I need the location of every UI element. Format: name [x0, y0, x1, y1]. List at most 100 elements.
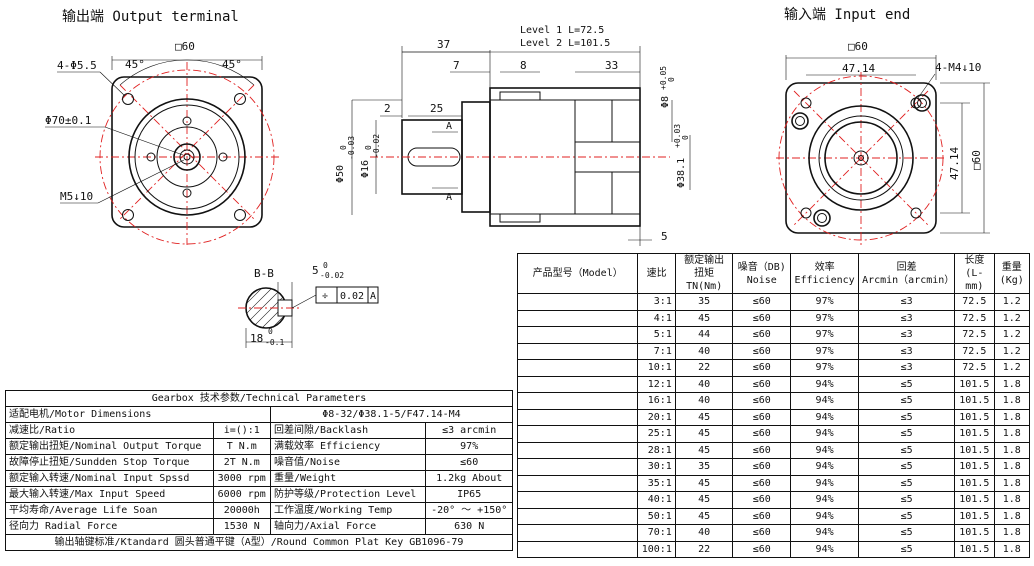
model-cell: 94%	[790, 375, 860, 393]
model-cell: 40:1	[637, 491, 676, 509]
model-cell: 22	[674, 540, 734, 558]
model-cell: ≤60	[732, 458, 792, 476]
model-cell: 94%	[790, 392, 860, 410]
model-cell: ≤3	[858, 293, 956, 311]
model-cell: ≤60	[732, 293, 792, 311]
output-front-view: □60 45° 45° 4-Φ5.5	[45, 40, 280, 245]
section-a-top: A	[446, 121, 452, 132]
model-cell: ≤3	[858, 359, 956, 377]
svg-text:+0.05: +0.05	[659, 66, 668, 90]
model-cell: 70:1	[637, 524, 676, 542]
model-cell: 1.8	[993, 441, 1031, 459]
model-cell: ≤5	[858, 491, 956, 509]
model-cell: 45	[674, 441, 734, 459]
model-cell: ≤60	[732, 326, 792, 344]
model-cell: 1.8	[993, 425, 1031, 443]
model-cell	[516, 359, 639, 377]
phi16-dim: Φ16	[360, 160, 371, 178]
model-cell	[516, 293, 639, 311]
model-cell: ≤60	[732, 540, 792, 558]
svg-text:0: 0	[681, 135, 690, 140]
model-cell: ≤60	[732, 425, 792, 443]
model-cell: ≤5	[858, 408, 956, 426]
params-footer: 输出轴键标准/Ktandard 圆头普通平键（A型）/Round Common …	[5, 534, 513, 551]
model-cell: 35:1	[637, 474, 676, 492]
model-cell: 1.8	[993, 524, 1031, 542]
model-cell: ≤5	[858, 474, 956, 492]
model-cell	[516, 375, 639, 393]
model-cell	[516, 326, 639, 344]
phi50-dim: Φ50	[335, 165, 346, 183]
model-cell: ≤3	[858, 309, 956, 327]
model-cell: ≤60	[732, 474, 792, 492]
angle-label-left: 45°	[125, 58, 145, 71]
svg-text:-0.03: -0.03	[347, 136, 356, 160]
model-cell: ≤60	[732, 491, 792, 509]
input-square-dim: □60	[848, 40, 868, 53]
dim-5: 5	[661, 230, 668, 243]
model-cell	[516, 491, 639, 509]
phi38-dim: Φ38.1	[676, 158, 687, 188]
level2-length: Level 2 L=101.5	[520, 38, 610, 49]
model-table-header: 产品型号（Model） 速比 额定输出 扭矩TN(Nm) 噪音（DB) Nois…	[516, 253, 1031, 294]
model-cell: 94%	[790, 540, 860, 558]
model-cell: 1.2	[993, 326, 1031, 344]
dim-2: 2	[384, 102, 391, 115]
model-cell: 100:1	[637, 540, 676, 558]
model-cell: 1.8	[993, 375, 1031, 393]
model-cell: 45	[674, 491, 734, 509]
model-cell: ≤60	[732, 309, 792, 327]
tol-symbol: ÷	[322, 291, 328, 302]
model-cell: 94%	[790, 474, 860, 492]
phi8-dim: Φ8	[660, 96, 671, 108]
holes-dim: 4-Φ5.5	[57, 59, 97, 72]
svg-text:-0.02: -0.02	[320, 271, 344, 280]
model-cell: 20:1	[637, 408, 676, 426]
model-cell: ≤5	[858, 524, 956, 542]
model-cell: ≤60	[732, 441, 792, 459]
input-end-title: 输入端 Input end	[784, 7, 910, 23]
model-cell: 10:1	[637, 359, 676, 377]
svg-text:0: 0	[323, 261, 328, 270]
model-cell: 101.5	[954, 425, 995, 443]
model-cell: ≤5	[858, 458, 956, 476]
model-cell: 97%	[790, 293, 860, 311]
model-cell: ≤60	[732, 375, 792, 393]
dim-25: 25	[430, 102, 443, 115]
dim-8: 8	[520, 59, 527, 72]
model-cell: 25:1	[637, 425, 676, 443]
model-cell: 72.5	[954, 359, 995, 377]
model-cell: 101.5	[954, 507, 995, 525]
svg-text:0: 0	[268, 327, 273, 336]
svg-text:0: 0	[339, 145, 348, 150]
pcd-dim: Φ70±0.1	[45, 114, 91, 127]
technical-parameters-table: Gearbox 技术参数/Technical Parameters 适配电机/M…	[5, 390, 514, 551]
model-cell: 1.2	[993, 359, 1031, 377]
model-cell: ≤5	[858, 441, 956, 459]
model-cell	[516, 458, 639, 476]
model-cell: 28:1	[637, 441, 676, 459]
model-cell: ≤60	[732, 359, 792, 377]
tap-dim: M5↓10	[60, 190, 93, 203]
dim-33: 33	[605, 59, 618, 72]
model-cell: 72.5	[954, 293, 995, 311]
model-cell: 30:1	[637, 458, 676, 476]
depth-dim: 18	[250, 332, 263, 345]
model-cell: 1.2	[993, 293, 1031, 311]
model-cell: ≤5	[858, 507, 956, 525]
model-cell: 5:1	[637, 326, 676, 344]
svg-text:0: 0	[364, 145, 373, 150]
model-cell: ≤5	[858, 375, 956, 393]
svg-text:0: 0	[667, 77, 676, 82]
